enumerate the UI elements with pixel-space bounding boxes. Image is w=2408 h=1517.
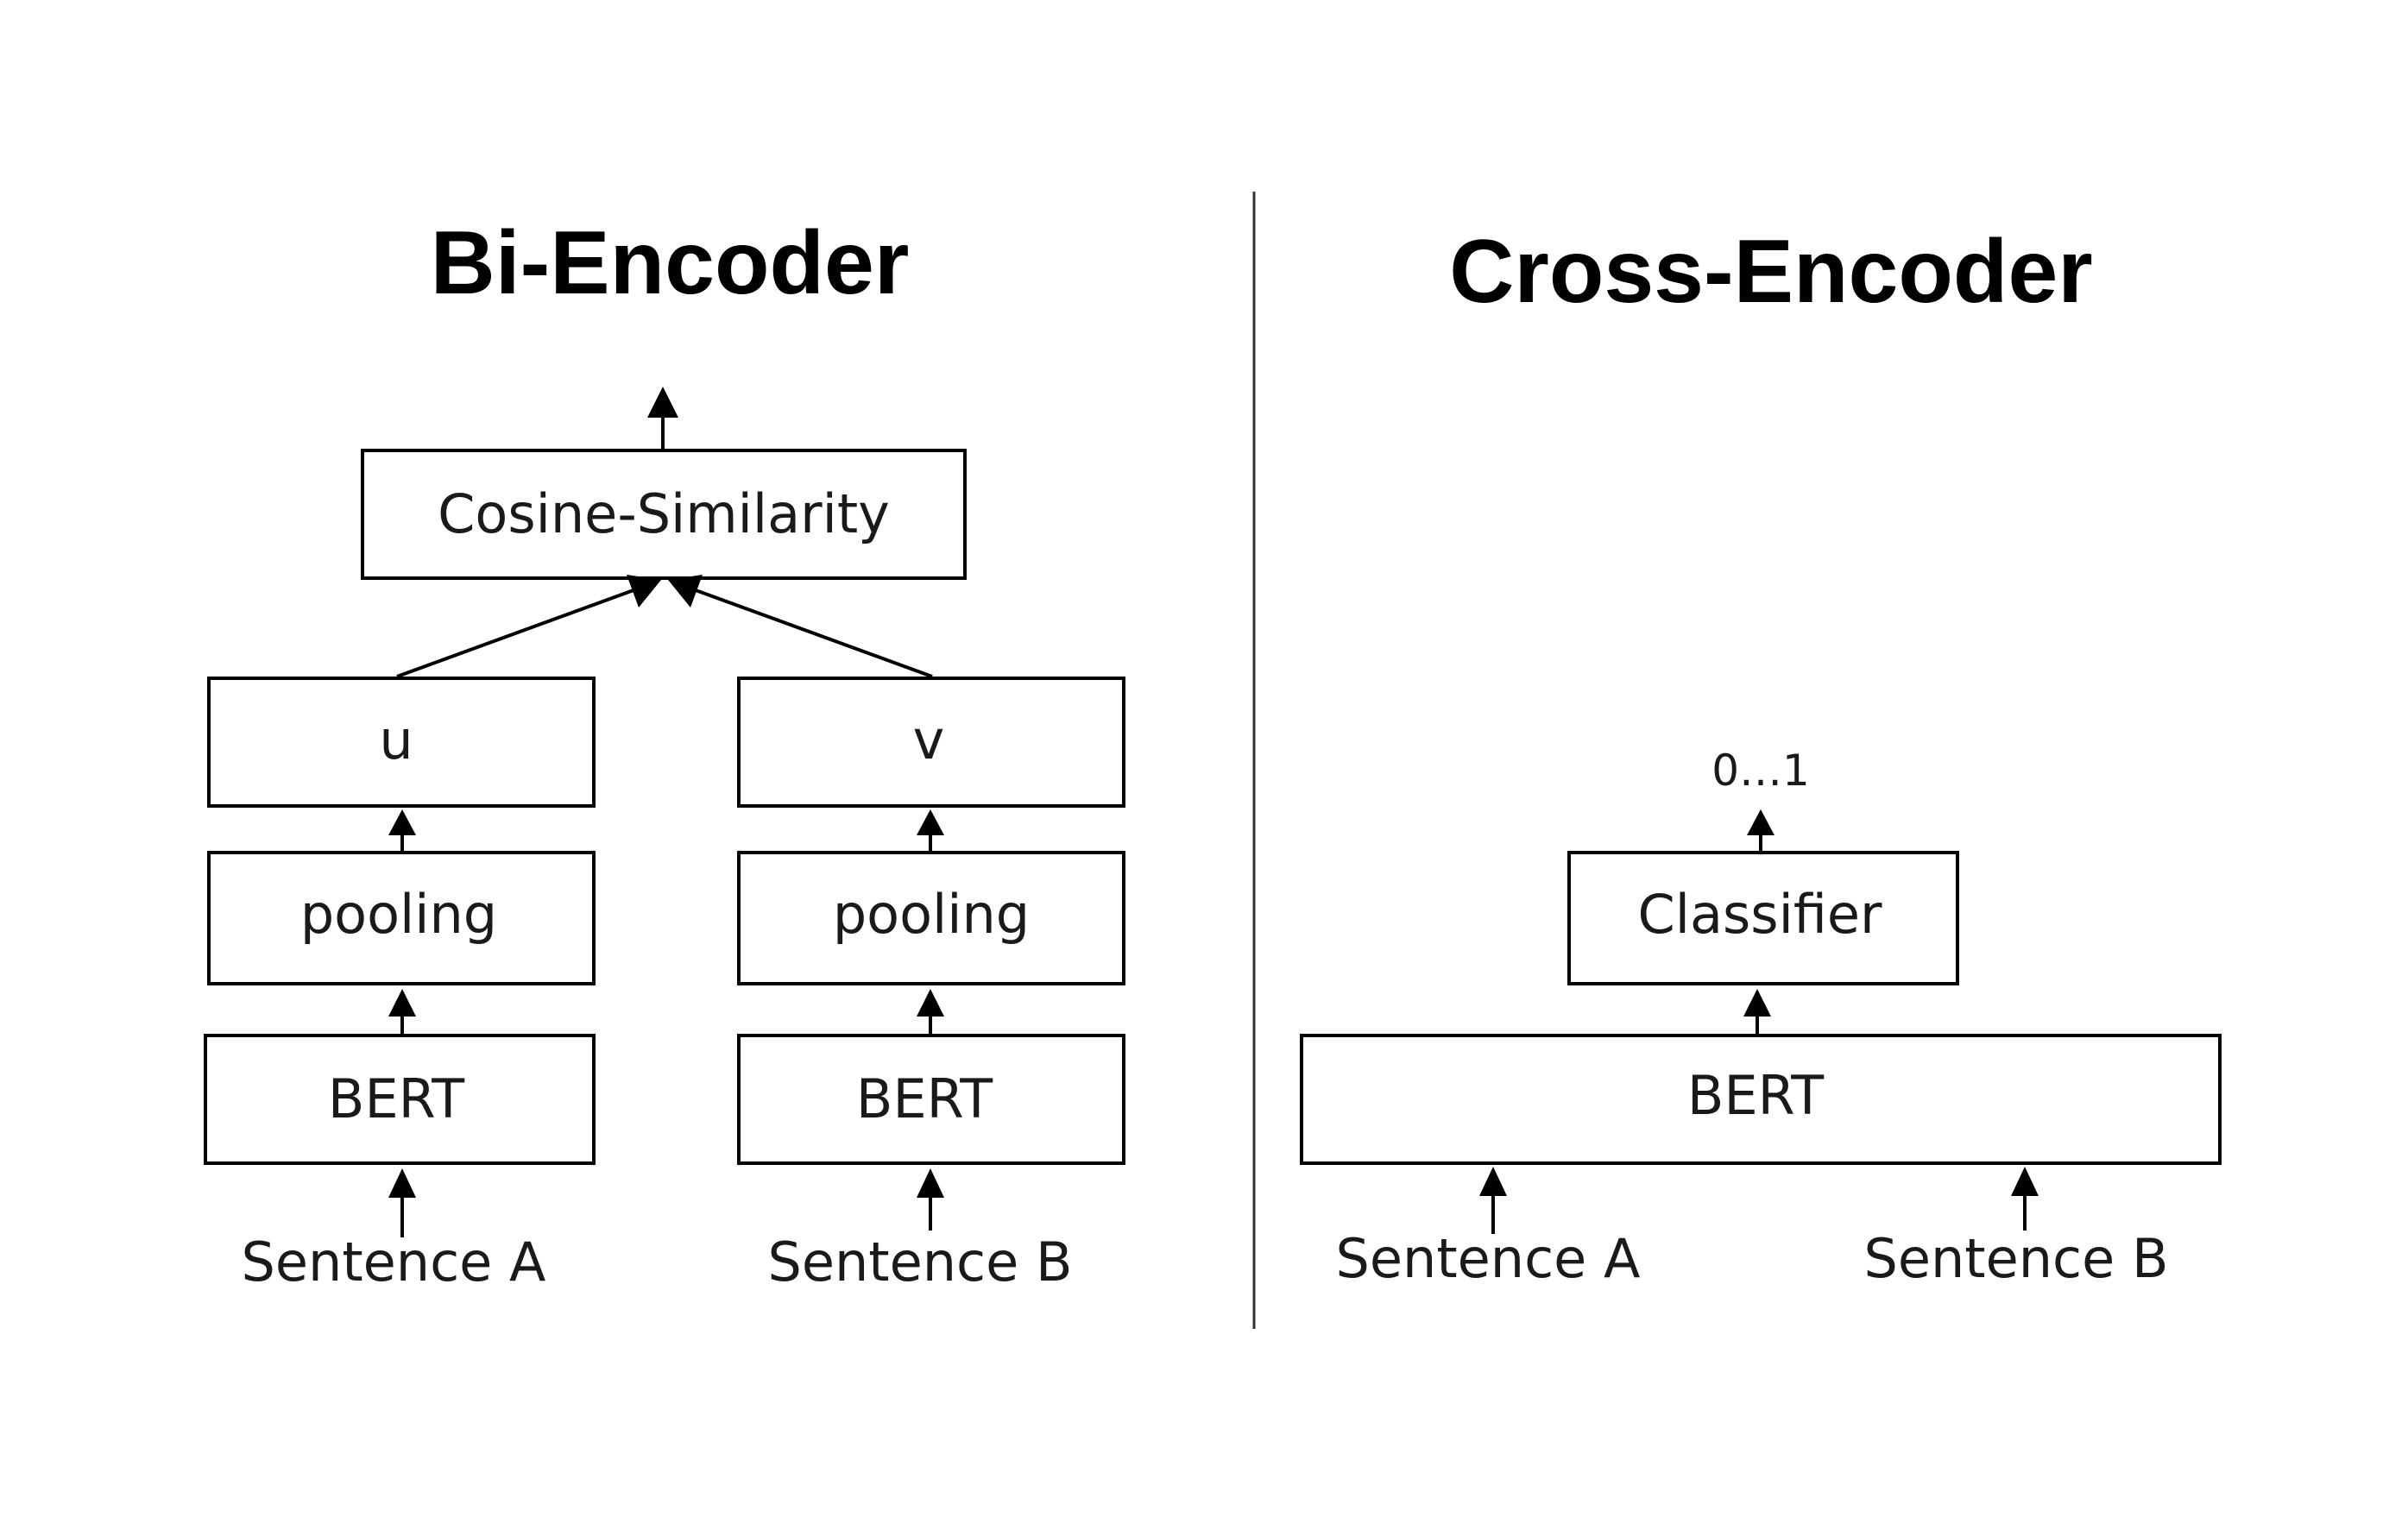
- bert-label-left: BERT: [328, 1067, 465, 1130]
- sentence-b-label: Sentence B: [767, 1231, 1072, 1294]
- sentence-a-to-bert-arrow: [388, 1168, 416, 1237]
- bert-box-left: BERT: [204, 1034, 596, 1165]
- cross-sentence-a-label: Sentence A: [1336, 1227, 1641, 1290]
- pooling-box-left: pooling: [207, 851, 596, 985]
- classifier-output-arrow: [1747, 809, 1774, 851]
- bi-encoder-panel: Bi-Encoder Cosine-Similarity u: [204, 213, 1125, 1294]
- pooling-to-u-arrow: [388, 809, 416, 851]
- cross-bert-box: BERT: [1300, 1034, 2222, 1165]
- bert-to-pooling-arrow-right: [917, 989, 944, 1034]
- bi-encoder-left-column: u pooling BERT Sentence A: [204, 677, 596, 1294]
- classifier-box: Classifier: [1567, 851, 1959, 985]
- bi-encoder-title: Bi-Encoder: [431, 213, 910, 313]
- v-to-similarity-arrow: [668, 575, 933, 678]
- cross-encoder-panel: Cross-Encoder 0…1 Classifier BERT Senten…: [1300, 222, 2222, 1290]
- u-vector-box: u: [207, 677, 596, 808]
- bi-encoder-right-column: v pooling BERT Sentence B: [737, 677, 1125, 1294]
- pooling-box-right: pooling: [737, 851, 1125, 985]
- pooling-label-right: pooling: [833, 883, 1030, 946]
- v-vector-box: v: [737, 677, 1125, 808]
- score-output-label: 0…1: [1711, 746, 1810, 796]
- u-vector-label: u: [379, 708, 413, 771]
- similarity-output-arrow: [647, 387, 678, 449]
- pooling-label-left: pooling: [300, 883, 497, 946]
- cosine-similarity-label: Cosine-Similarity: [438, 482, 890, 545]
- pooling-to-v-arrow: [917, 809, 944, 851]
- sentence-b-to-bert-arrow: [917, 1168, 944, 1231]
- bert-label-right: BERT: [856, 1067, 993, 1130]
- bert-to-classifier-arrow: [1743, 989, 1771, 1034]
- cross-sentence-a-arrow: [1479, 1167, 1507, 1234]
- bert-to-pooling-arrow-left: [388, 989, 416, 1034]
- cross-sentence-b-arrow: [2011, 1167, 2039, 1231]
- bert-box-right: BERT: [737, 1034, 1125, 1165]
- v-vector-label: v: [913, 708, 945, 771]
- cross-sentence-b-label: Sentence B: [1863, 1227, 2168, 1290]
- cross-bert-label: BERT: [1687, 1064, 1825, 1127]
- classifier-label: Classifier: [1637, 883, 1882, 946]
- sentence-a-label: Sentence A: [242, 1231, 546, 1294]
- u-to-similarity-arrow: [396, 575, 661, 678]
- cosine-similarity-box: Cosine-Similarity: [361, 449, 967, 580]
- cross-encoder-title: Cross-Encoder: [1449, 222, 2093, 322]
